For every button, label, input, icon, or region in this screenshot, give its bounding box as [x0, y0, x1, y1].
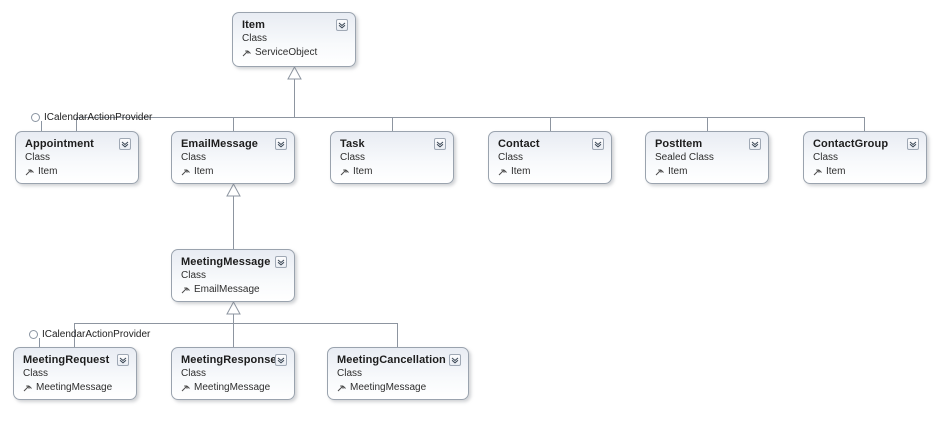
inheritance-arrow-icon [25, 167, 35, 177]
class-box-item[interactable]: Item Class ServiceObject [232, 12, 356, 67]
inheritance-arrow-icon [181, 285, 191, 295]
class-base-label: MeetingMessage [350, 382, 427, 393]
class-base-label: ServiceObject [255, 47, 318, 58]
class-name: MeetingResponse [181, 354, 277, 366]
class-box-task[interactable]: Task Class Item [330, 131, 454, 184]
class-name: Task [340, 138, 365, 150]
arrowhead-to-item [287, 65, 302, 80]
class-box-meetingrequest[interactable]: MeetingRequest Class MeetingMessage [13, 347, 137, 400]
class-name: PostItem [655, 138, 703, 150]
interface-lollipop-icon [31, 112, 40, 122]
class-kind: Sealed Class [655, 152, 714, 163]
class-base-label: Item [826, 166, 846, 177]
class-base: MeetingMessage [337, 381, 459, 394]
class-name: Contact [498, 138, 540, 150]
class-base-label: Item [511, 166, 531, 177]
interface-lollipop-meetingrequest[interactable]: ICalendarActionProvider [29, 328, 150, 340]
inheritance-arrow-icon [242, 48, 252, 58]
chevron-double-down-icon[interactable] [336, 19, 348, 31]
class-kind: Class [242, 33, 268, 44]
chevron-double-down-icon[interactable] [449, 354, 461, 366]
chevron-double-down-icon[interactable] [119, 138, 131, 150]
interface-label: ICalendarActionProvider [44, 111, 153, 123]
class-box-meetingresponse[interactable]: MeetingResponse Class MeetingMessage [171, 347, 295, 400]
class-name: MeetingMessage [181, 256, 271, 268]
class-box-appointment[interactable]: Appointment Class Item [15, 131, 139, 184]
class-box-contactgroup[interactable]: ContactGroup Class Item [803, 131, 927, 184]
class-box-contact[interactable]: Contact Class Item [488, 131, 612, 184]
interface-lollipop-icon [29, 329, 38, 339]
arrowhead-to-meetingmessage [226, 300, 241, 315]
class-base: Item [655, 165, 759, 178]
class-kind: Class [25, 152, 51, 163]
class-base-label: Item [38, 166, 58, 177]
class-name: EmailMessage [181, 138, 259, 150]
class-base: Item [498, 165, 602, 178]
class-base-label: Item [353, 166, 373, 177]
arrowhead-to-emailmessage [226, 182, 241, 197]
class-base-label: MeetingMessage [36, 382, 113, 393]
class-kind: Class [181, 152, 207, 163]
class-base: ServiceObject [242, 46, 346, 59]
class-name: MeetingRequest [23, 354, 110, 366]
class-kind: Class [23, 368, 49, 379]
inheritance-arrow-icon [23, 383, 33, 393]
class-base: EmailMessage [181, 283, 285, 296]
chevron-double-down-icon[interactable] [592, 138, 604, 150]
inheritance-arrow-icon [655, 167, 665, 177]
inheritance-arrow-icon [340, 167, 350, 177]
class-base: MeetingMessage [23, 381, 127, 394]
chevron-double-down-icon[interactable] [275, 354, 287, 366]
chevron-double-down-icon[interactable] [749, 138, 761, 150]
class-box-meetingmessage[interactable]: MeetingMessage Class EmailMessage [171, 249, 295, 302]
chevron-double-down-icon[interactable] [907, 138, 919, 150]
class-kind: Class [813, 152, 839, 163]
class-base: MeetingMessage [181, 381, 285, 394]
class-kind: Class [498, 152, 524, 163]
class-box-postitem[interactable]: PostItem Sealed Class Item [645, 131, 769, 184]
inheritance-arrow-icon [337, 383, 347, 393]
class-name: Appointment [25, 138, 94, 150]
class-kind: Class [337, 368, 363, 379]
inheritance-arrow-icon [181, 383, 191, 393]
class-box-emailmessage[interactable]: EmailMessage Class Item [171, 131, 295, 184]
class-base-label: MeetingMessage [194, 382, 271, 393]
class-name: MeetingCancellation [337, 354, 446, 366]
class-kind: Class [181, 270, 207, 281]
class-base: Item [813, 165, 917, 178]
inheritance-arrow-icon [813, 167, 823, 177]
class-base-label: Item [194, 166, 214, 177]
class-kind: Class [181, 368, 207, 379]
class-kind: Class [340, 152, 366, 163]
class-base: Item [181, 165, 285, 178]
inheritance-arrow-icon [181, 167, 191, 177]
inheritance-arrow-icon [498, 167, 508, 177]
chevron-double-down-icon[interactable] [275, 138, 287, 150]
class-base-label: Item [668, 166, 688, 177]
chevron-double-down-icon[interactable] [434, 138, 446, 150]
class-name: ContactGroup [813, 138, 889, 150]
class-base: Item [340, 165, 444, 178]
class-name: Item [242, 19, 266, 31]
class-base-label: EmailMessage [194, 284, 260, 295]
interface-lollipop-appointment[interactable]: ICalendarActionProvider [31, 111, 152, 123]
class-box-meetingcancellation[interactable]: MeetingCancellation Class MeetingMessage [327, 347, 469, 400]
chevron-double-down-icon[interactable] [275, 256, 287, 268]
interface-label: ICalendarActionProvider [42, 328, 151, 340]
chevron-double-down-icon[interactable] [117, 354, 129, 366]
class-base: Item [25, 165, 129, 178]
